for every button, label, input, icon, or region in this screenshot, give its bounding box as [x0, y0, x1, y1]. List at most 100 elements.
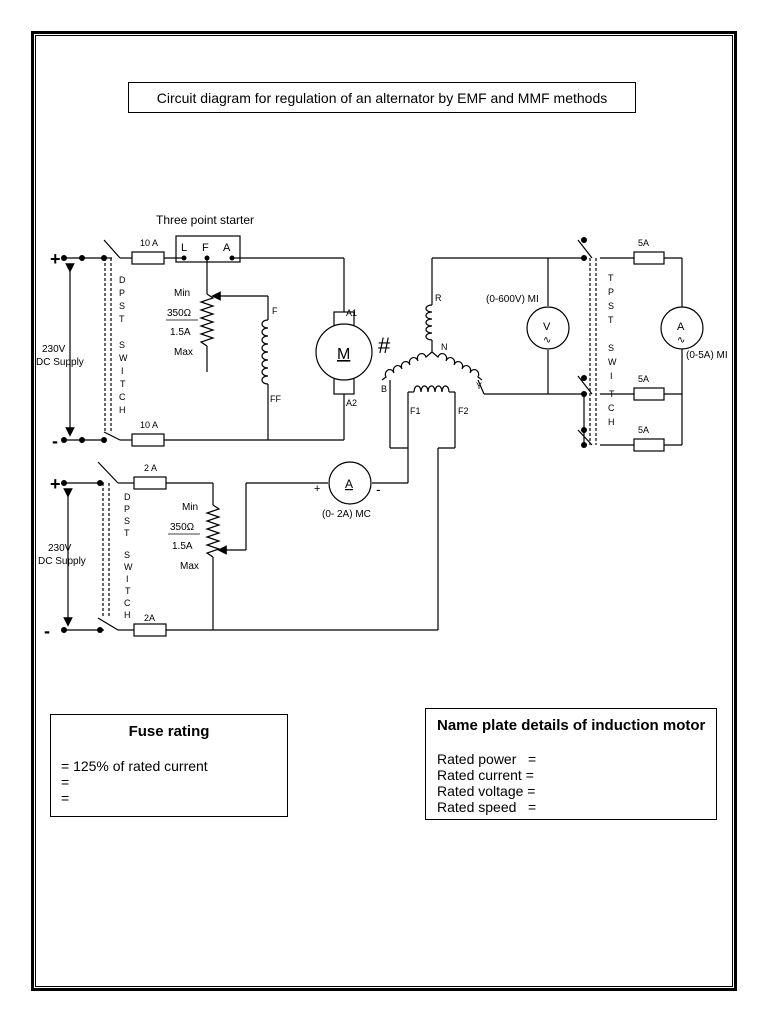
tpst-letter-7: T — [609, 389, 615, 399]
dc-ammeter-label: (0- 2A) MC — [322, 509, 371, 520]
field-label-f: F — [272, 306, 278, 316]
page-border-inner — [35, 35, 733, 987]
starter-terminal-l: L — [181, 242, 187, 254]
rheostat-bottom-min: Min — [182, 502, 198, 513]
top-supply-minus: - — [52, 431, 58, 451]
rheostat-top-value: 350Ω — [167, 308, 192, 319]
voltmeter-symbol: V — [543, 321, 551, 333]
tpst-letter-2: S — [608, 301, 614, 311]
dpst-bottom-letter-3: T — [124, 528, 130, 538]
name-plate-line: Rated current = — [437, 767, 534, 783]
motor-a2: A2 — [346, 398, 357, 408]
fuse-rating-title: Fuse rating — [128, 723, 210, 740]
tpst-section — [526, 239, 704, 452]
dpst-top-letter-2: S — [119, 301, 125, 311]
starter-label: Three point starter — [156, 213, 254, 227]
dpst-top-letter-6: I — [121, 366, 124, 376]
bottom-supply-type: DC Supply — [38, 556, 86, 567]
dpst-bottom-letter-7: T — [125, 586, 131, 596]
tpst-letter-0: T — [608, 273, 614, 283]
alternator-b: B — [381, 384, 387, 394]
diagram-title-text: Circuit diagram for regulation of an alt… — [156, 89, 608, 106]
dpst-bottom-letter-8: C — [124, 598, 131, 608]
alternator-y: Y — [476, 381, 482, 391]
alternator-r: R — [435, 293, 442, 303]
motor-a1: A1 — [346, 308, 357, 318]
fuse-5a-2: 5A — [638, 374, 649, 384]
voltmeter-ac: ∿ — [543, 335, 551, 346]
name-plate-title: Name plate details of induction motor — [437, 717, 706, 734]
dpst-top-letter-4: S — [119, 340, 125, 350]
fuse-bottom-2a: 2A — [144, 613, 155, 623]
bottom-supply-minus: - — [44, 621, 50, 641]
alternator-f1: F1 — [410, 406, 421, 416]
alternator — [381, 257, 584, 449]
dc-ammeter-plus: + — [314, 483, 320, 495]
top-supply-plus: + — [50, 249, 61, 269]
ac-ammeter-label: (0-5A) MI — [686, 350, 728, 361]
bottom-supply-section — [63, 448, 439, 637]
dpst-bottom-letter-1: P — [124, 504, 130, 514]
dpst-bottom-letter-2: S — [124, 516, 130, 526]
top-supply-section — [64, 235, 373, 447]
dpst-top-letter-3: T — [119, 314, 125, 324]
name-plate-line: Rated voltage = — [437, 783, 536, 799]
dc-ammeter-minus: - — [376, 481, 381, 497]
bottom-supply-plus: + — [50, 474, 61, 494]
page-border-outer — [31, 31, 737, 991]
dpst-bottom-letter-4: S — [124, 550, 130, 560]
dpst-bottom-letter-0: D — [124, 492, 131, 502]
dpst-bottom-letter-5: W — [124, 562, 133, 572]
bottom-supply-voltage: 230V — [48, 543, 72, 554]
dpst-bottom-letter-6: I — [126, 574, 129, 584]
tpst-letter-5: W — [608, 357, 617, 367]
fuse-rating-box: Fuse rating = 125% of rated current = = — [50, 714, 288, 817]
ac-ammeter-symbol: A — [677, 321, 685, 333]
fuse-top-2a: 2 A — [144, 463, 157, 473]
starter-terminal-f: F — [202, 242, 209, 254]
fuse-rating-line: = — [61, 774, 70, 790]
name-plate-box: Name plate details of induction motor Ra… — [425, 708, 717, 820]
dpst-top-letter-8: C — [119, 392, 126, 402]
name-plate-lines: Rated power = Rated current = Rated volt… — [437, 751, 716, 815]
fuse-bottom-10a: 10 A — [140, 420, 158, 430]
alternator-f2: F2 — [458, 406, 469, 416]
top-supply-type: DC Supply — [36, 357, 84, 368]
rheostat-top-max: Max — [174, 347, 193, 358]
dpst-top-letter-5: W — [119, 353, 128, 363]
fuse-top-10a: 10 A — [140, 238, 158, 248]
tpst-letter-3: T — [608, 315, 614, 325]
alternator-n: N — [441, 342, 448, 352]
diagram-title: Circuit diagram for regulation of an alt… — [128, 82, 636, 113]
ac-ammeter-ac: ∿ — [677, 335, 685, 346]
dpst-top-letter-7: T — [120, 379, 126, 389]
rheostat-bottom-current: 1.5A — [172, 541, 193, 552]
rheostat-bottom-max: Max — [180, 561, 199, 572]
tpst-letter-8: C — [608, 403, 615, 413]
top-supply-voltage: 230V — [42, 344, 66, 355]
rheostat-top-min: Min — [174, 288, 190, 299]
fuse-rating-lines: = 125% of rated current = = — [61, 758, 287, 806]
field-label-ff: FF — [270, 394, 281, 404]
tpst-letter-9: H — [608, 417, 615, 427]
tpst-letter-1: P — [608, 287, 614, 297]
dc-ammeter-symbol: A — [345, 477, 353, 491]
dpst-bottom-letter-9: H — [124, 610, 131, 620]
fuse-rating-line: = — [61, 790, 70, 806]
fuse-5a-3: 5A — [638, 425, 649, 435]
tpst-letter-6: I — [610, 371, 613, 381]
rheostat-top-current: 1.5A — [170, 327, 191, 338]
dpst-top-letter-1: P — [119, 288, 125, 298]
tpst-letter-4: S — [608, 343, 614, 353]
coupling-symbol: # — [378, 333, 391, 358]
starter-terminal-a: A — [223, 242, 231, 254]
name-plate-line: Rated speed = — [437, 799, 537, 815]
motor-symbol: M — [337, 346, 350, 363]
name-plate-line: Rated power = — [437, 751, 537, 767]
dpst-top-letter-0: D — [119, 275, 126, 285]
terminal-dots — [61, 237, 587, 633]
dpst-top-letter-9: H — [119, 405, 126, 415]
fuse-5a-1: 5A — [638, 238, 649, 248]
fuse-rating-line: = 125% of rated current — [61, 758, 208, 774]
